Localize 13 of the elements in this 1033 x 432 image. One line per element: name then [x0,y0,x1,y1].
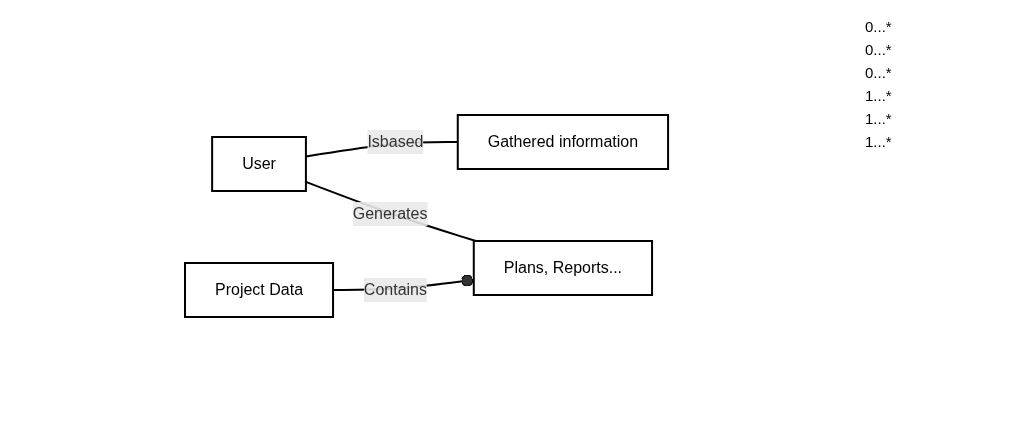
multiplicity-label: 0...* [865,41,893,58]
node-box: User [211,136,307,192]
multiplicity-label: 1...* [865,87,893,104]
edge-label: Contains [363,281,427,298]
node-box: Project Data [183,262,334,318]
multiplicity-label: 0...* [865,64,893,81]
node-box: Plans, Reports... [472,240,653,296]
multiplicity-label: 1...* [865,133,893,150]
edge-label: Generates [352,204,428,222]
multiplicity-label: 0...* [865,18,893,35]
edge-label: Isbased [367,133,424,150]
multiplicity-label: 1...* [865,110,893,127]
node-box: Gathered information [456,114,670,170]
